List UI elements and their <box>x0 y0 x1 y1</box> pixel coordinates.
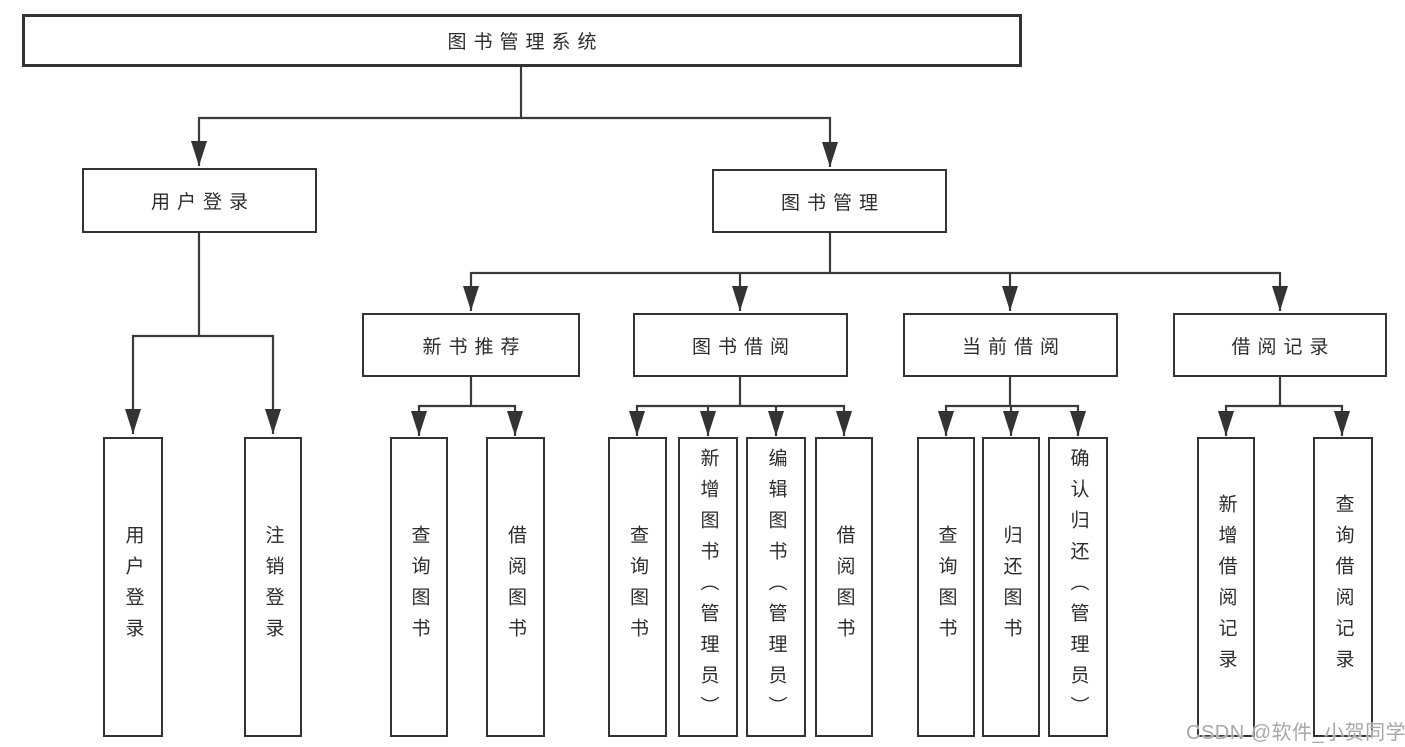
node-label: 图书管理 <box>780 192 885 214</box>
node-label: 编辑图书（管理员） <box>765 447 787 727</box>
node-label: 图书管理系统 <box>447 32 604 53</box>
node-current-borrowing: 当前借阅 <box>903 313 1118 377</box>
leaf-user-login: 用户登录 <box>103 437 163 737</box>
node-label: 归还图书 <box>1000 525 1022 649</box>
node-label: 借阅图书 <box>505 525 526 649</box>
node-label: 查询借阅记录 <box>1332 494 1354 680</box>
node-label: 借阅记录 <box>1231 336 1336 358</box>
leaf-query-books-current: 查询图书 <box>917 437 975 737</box>
node-book-borrowing: 图书借阅 <box>633 313 848 377</box>
node-label: 查询图书 <box>408 525 430 649</box>
leaf-borrow-books: 借阅图书 <box>815 437 873 737</box>
connector-root-to-level2 <box>191 67 838 167</box>
node-new-book-recommendation: 新书推荐 <box>362 313 580 377</box>
leaf-query-books-borrowing: 查询图书 <box>608 437 667 737</box>
node-label: 用户登录 <box>150 192 255 213</box>
node-library-management-system: 图书管理系统 <box>22 14 1022 67</box>
connector-borrowing-records-children <box>1218 377 1350 436</box>
leaf-return-books: 归还图书 <box>982 437 1040 737</box>
node-borrowing-records: 借阅记录 <box>1173 313 1387 377</box>
leaf-query-books-recommend: 查询图书 <box>390 437 448 737</box>
leaf-confirm-return-admin: 确认归还（管理员） <box>1048 437 1108 737</box>
leaf-logout: 注销登录 <box>244 437 302 737</box>
leaf-borrow-books-recommend: 借阅图书 <box>486 437 545 737</box>
leaf-add-borrow-record: 新增借阅记录 <box>1197 437 1255 737</box>
connector-user-login-children <box>125 233 281 434</box>
node-label: 新增借阅记录 <box>1215 494 1237 680</box>
connector-current-borrowing-children <box>938 377 1086 436</box>
node-book-management: 图书管理 <box>712 169 947 233</box>
connector-book-management-children <box>463 233 1288 311</box>
leaf-query-borrow-record: 查询借阅记录 <box>1313 437 1373 737</box>
node-label: 图书借阅 <box>691 336 796 358</box>
leaf-add-book-admin: 新增图书（管理员） <box>678 437 738 737</box>
node-label: 新书推荐 <box>422 336 527 358</box>
node-label: 用户登录 <box>122 525 144 649</box>
node-label: 注销登录 <box>262 525 284 649</box>
node-label: 查询图书 <box>935 525 957 649</box>
node-label: 查询图书 <box>627 525 648 649</box>
node-label: 确认归还（管理员） <box>1067 447 1089 727</box>
csdn-watermark: CSDN @软件_小贺同学 <box>1186 722 1405 744</box>
node-user-login: 用户登录 <box>82 168 317 233</box>
connector-new-book-children <box>411 377 523 436</box>
leaf-edit-book-admin: 编辑图书（管理员） <box>746 437 806 737</box>
node-label: 借阅图书 <box>833 525 855 649</box>
node-label: 当前借阅 <box>961 336 1066 358</box>
node-label: 新增图书（管理员） <box>697 447 719 727</box>
connector-book-borrowing-children <box>629 377 852 436</box>
